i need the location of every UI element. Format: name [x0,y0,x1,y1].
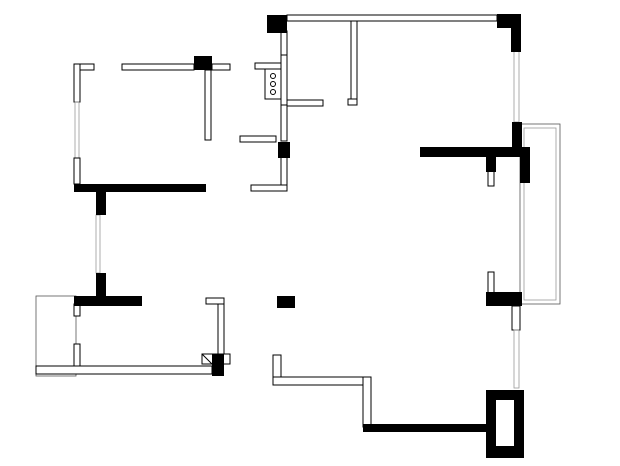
wall-kitchen-top [254,62,282,70]
balcony-inner [523,127,557,301]
wall-stub-upper-foot [347,98,358,106]
solid-walls [74,14,530,458]
wall-right-stub-b [487,271,495,295]
window-room-a-left [74,101,80,159]
wall-room-a-bottom [74,184,206,192]
duct-void [496,400,514,446]
wall-lower-step-b [272,376,372,386]
stove-burner-icon [270,81,276,87]
column-corridor [278,142,290,158]
wall-room-a-top-right [211,63,231,71]
wall-room-a-bottom-pier [96,184,106,215]
wall-right-stub-solid [486,152,496,172]
wall-main-left-upper [280,30,288,56]
wall-lower-room-right-cap [205,297,225,305]
wall-left-lower-pier [96,273,106,297]
wall-room-a-partition [204,69,212,141]
stove-burner-icon [270,73,276,79]
wall-top-main [286,14,498,22]
thin-walls [35,14,561,428]
column-room-a [194,56,212,70]
wall-kitchen-right-arm [286,99,324,107]
balcony-outline [519,123,561,305]
wall-left-lower-top [74,296,142,306]
wall-kitchen-right-lower [280,104,288,142]
wall-right-long [420,147,528,157]
wall-room-a-left-top [73,63,81,103]
wall-corridor-foot [250,184,288,192]
wall-left-lower-stub-b [73,343,81,367]
wall-stub-upper [350,20,358,106]
wall-kitchen-right [280,54,288,106]
wall-bottom-main [363,424,498,432]
wall-room-a-top [121,63,195,71]
window-right-lower [513,329,520,389]
column-lower-door [212,354,224,376]
column-right-hang [520,147,530,183]
stove-burner-icon [270,89,276,95]
column-right-mid [512,122,522,157]
window-left-lower [35,295,77,377]
wall-kitchen-bottom-arm [239,135,277,143]
wall-lower-room-right [217,297,225,355]
wall-lower-step-c [362,376,372,428]
wall-lower-left-bottom [35,365,213,375]
window-right-upper [513,49,520,123]
window-left-mid [95,214,101,274]
wall-right-mid-lower [511,305,521,331]
wall-right-top-solid [511,14,521,52]
wall-right-lower-solid [486,292,522,306]
column-free-standing [277,296,295,308]
wall-room-a-left-bottom [73,157,81,185]
column-top-left-main [267,15,287,33]
